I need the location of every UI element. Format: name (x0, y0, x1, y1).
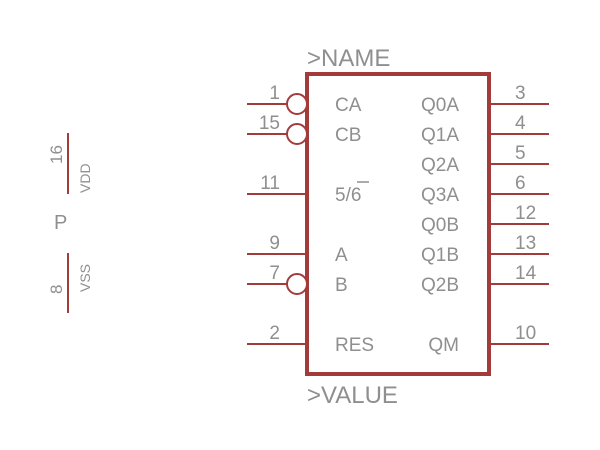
pin-label: QM (428, 335, 459, 356)
value-label: >VALUE (307, 382, 398, 409)
pin-number: 10 (515, 323, 536, 344)
pin-number: 15 (259, 113, 280, 134)
pin-label: Q2A (421, 155, 459, 176)
inversion-bubble (286, 273, 308, 295)
pin-label: Q0A (421, 95, 459, 116)
pin-label: Q1B (421, 245, 459, 266)
pin-number: 1 (269, 83, 280, 104)
pin-label: CA (335, 95, 362, 116)
pin-label: Q0B (421, 215, 459, 236)
left-pin-cb: 15 CB (247, 113, 361, 146)
left-pin-res: 2 RES (247, 323, 374, 356)
pin-number: 11 (260, 173, 280, 194)
pin-number: 14 (515, 263, 537, 284)
left-pin-ca: 1 CA (247, 83, 362, 116)
left-pin-5-6: 11 5/6 (247, 173, 369, 206)
vss-pin-number: 8 (47, 285, 66, 294)
pin-number: 9 (269, 233, 280, 254)
left-pin-b: 7 B (247, 263, 348, 296)
pin-number: 3 (515, 83, 526, 104)
pin-number: 4 (515, 113, 526, 134)
ic-body (305, 72, 491, 376)
right-pin-q1b: Q1B 13 (421, 233, 549, 266)
right-pin-qm: QM 10 (428, 323, 549, 356)
left-pin-a: 9 A (247, 233, 348, 266)
right-pin-q3a: Q3A 6 (421, 173, 549, 206)
right-pin-q0a: Q0A 3 (421, 83, 549, 116)
pin-number: 6 (515, 173, 526, 194)
right-pin-q1a: Q1A 4 (421, 113, 549, 146)
pin-label: Q3A (421, 185, 459, 206)
inversion-bubble (286, 93, 308, 115)
vdd-label: VDD (77, 163, 93, 193)
pin-label: 5/6 (335, 185, 361, 206)
pin-number: 13 (515, 233, 536, 254)
pin-label: Q2B (421, 275, 459, 296)
power-part-label: P (54, 212, 67, 234)
inversion-bubble (286, 123, 308, 145)
ic-symbol: >NAME >VALUE 1 CA 15 CB 11 5/6 9 A (247, 45, 549, 409)
name-label: >NAME (307, 45, 390, 72)
right-pin-q2a: Q2A 5 (421, 143, 549, 176)
pin-label: Q1A (421, 125, 459, 146)
pin-number: 12 (515, 203, 536, 224)
pin-number: 2 (269, 323, 280, 344)
right-pin-q0b: Q0B 12 (421, 203, 549, 236)
right-pin-q2b: Q2B 14 (421, 263, 549, 296)
pin-label: A (335, 245, 348, 266)
pin-label: CB (335, 125, 361, 146)
vdd-pin-number: 16 (47, 145, 66, 164)
power-part: 16 VDD P 8 VSS (47, 133, 93, 313)
pin-label: RES (335, 335, 374, 356)
pin-label: B (335, 275, 348, 296)
pin-number: 5 (515, 143, 526, 164)
pin-number: 7 (269, 263, 280, 284)
vss-label: VSS (77, 264, 93, 292)
